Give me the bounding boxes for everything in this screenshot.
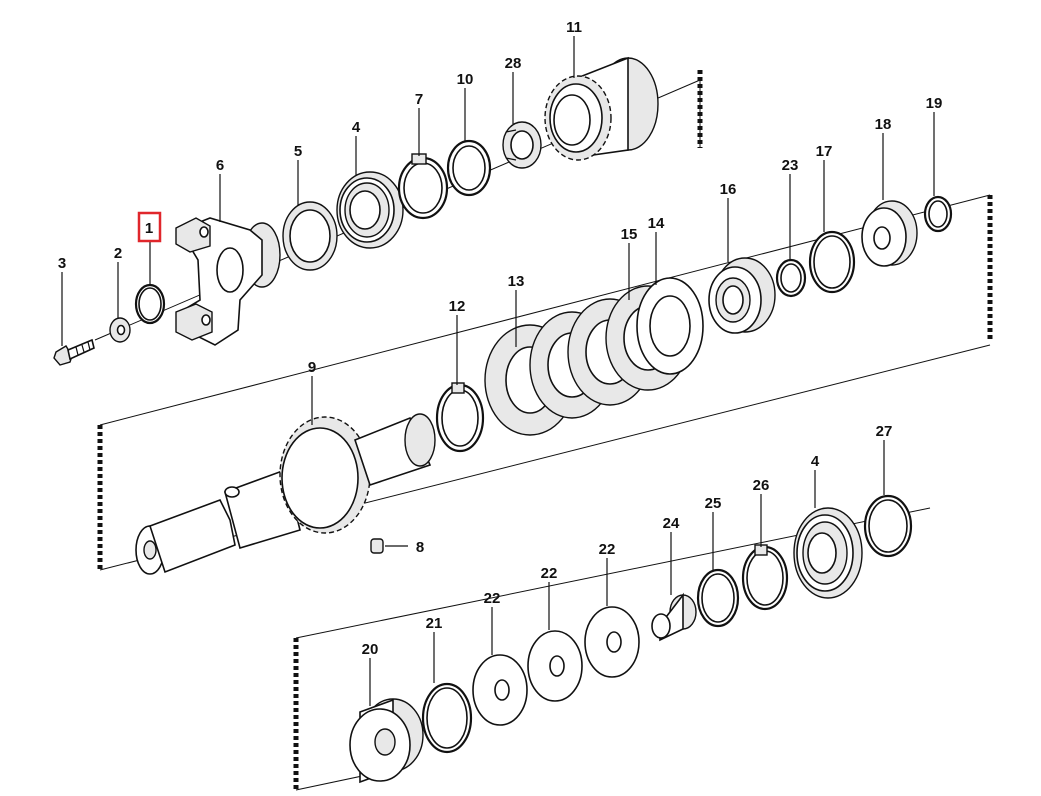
part-snap-ring-17 [808,230,856,294]
label-28: 28 [505,55,522,72]
label-26: 26 [753,477,770,494]
part-labels: 1 2 3 4 5 6 7 8 9 10 11 12 13 14 15 16 1… [58,19,943,658]
label-12: 12 [449,298,466,315]
part-bearing-bottom [793,507,863,599]
part-clutch-pack [484,285,691,436]
part-bearing-housing [708,257,776,334]
label-8: 8 [416,539,424,556]
part-main-shaft [135,413,436,575]
part-ring-23 [775,258,807,298]
part-disc-14 [636,277,704,375]
part-washers-22 [472,606,640,726]
leader-lines [61,36,935,706]
part-seal [282,201,338,271]
label-20: 20 [362,641,379,658]
part-bolt [53,338,95,366]
label-25: 25 [705,495,722,512]
label-16: 16 [720,181,737,198]
part-ring-19 [923,195,953,233]
label-27: 27 [876,423,893,440]
label-7: 7 [415,91,423,108]
label-11: 11 [566,19,582,36]
part-snap-ring-27 [863,494,913,558]
label-22-c: 22 [599,541,616,558]
label-6: 6 [216,157,224,174]
label-22-b: 22 [541,565,558,582]
label-17: 17 [816,143,833,160]
label-15: 15 [621,226,638,243]
label-2: 2 [114,245,122,262]
part-bushing [651,592,697,642]
label-19: 19 [926,95,943,112]
part-pin [370,538,408,554]
label-23: 23 [782,157,799,174]
label-5: 5 [294,143,302,160]
part-snap-ring-26 [741,544,789,611]
part-bearing-top [336,171,404,249]
label-4-bottom: 4 [811,453,820,470]
label-21: 21 [426,615,443,632]
label-3: 3 [58,255,66,272]
label-9: 9 [308,359,316,376]
part-ring-10 [446,139,492,197]
part-snap-ring-21 [421,682,473,754]
part-gear-cluster [544,56,659,161]
part-snap-ring-12 [435,382,485,453]
label-18: 18 [875,116,892,133]
label-1: 1 [145,220,153,237]
part-cup-20 [349,698,424,784]
label-22-a: 22 [484,590,501,607]
label-4-top: 4 [352,119,361,136]
label-13: 13 [508,273,525,290]
label-10: 10 [457,71,474,88]
part-washer-2 [109,317,131,343]
part-o-ring-1 [134,283,166,325]
part-ring-25 [696,568,740,628]
label-24: 24 [663,515,680,532]
part-yoke-flange [175,217,281,346]
part-needle-bearing [502,121,542,169]
label-14: 14 [648,215,665,232]
highlight-box [137,211,162,243]
part-bearing-cup [861,200,918,267]
part-snap-ring-7 [397,153,449,220]
